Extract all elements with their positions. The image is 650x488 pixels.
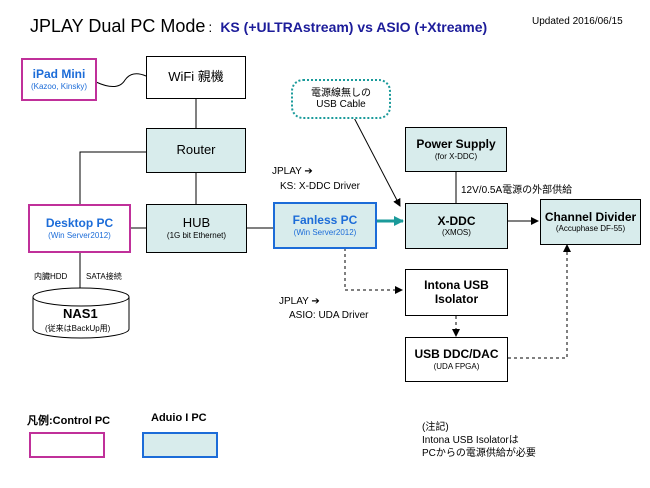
node-channel-divider: Channel Divider (Accuphase DF-55) bbox=[540, 199, 641, 245]
note-line1: (注記) bbox=[422, 422, 449, 433]
title-subtitle: KS (+ULTRAstream) vs ASIO (+Xtreame) bbox=[220, 19, 488, 35]
node-power-supply: Power Supply (for X-DDC) bbox=[405, 127, 507, 172]
node-hub: HUB (1G bit Ethernet) bbox=[146, 204, 247, 253]
usb-cable-line1: 電源線無しの bbox=[311, 87, 371, 99]
hub-sub: (1G bit Ethernet) bbox=[166, 231, 227, 241]
legend-prefix: 凡例: bbox=[27, 415, 53, 427]
isolator-line2: Isolator bbox=[434, 291, 479, 306]
dac-title: USB DDC/DAC bbox=[414, 347, 499, 361]
divider-sub: (Accuphase DF-55) bbox=[555, 224, 626, 234]
nas-cylinder bbox=[32, 287, 130, 339]
asio-note-line2: ASIO: UDA Driver bbox=[289, 310, 369, 321]
ipad-title: iPad Mini bbox=[32, 67, 86, 81]
title-separator: : bbox=[208, 19, 213, 35]
arrow-usbcable-xddc bbox=[349, 109, 401, 207]
ks-note-line2: KS: X-DDC Driver bbox=[280, 181, 361, 192]
fanless-sub: (Win Server2012) bbox=[293, 227, 357, 237]
wire-ipad-wifi bbox=[95, 73, 147, 87]
node-intona-isolator: Intona USB Isolator bbox=[405, 269, 508, 316]
legend-audio-swatch bbox=[142, 432, 218, 458]
nas-title: NAS1 bbox=[63, 306, 98, 321]
sata-label: SATA接続 bbox=[86, 272, 122, 281]
node-x-ddc: X-DDC (XMOS) bbox=[405, 203, 508, 249]
ipad-sub: (Kazoo, Kinsky) bbox=[30, 81, 88, 91]
xddc-sub: (XMOS) bbox=[442, 228, 471, 238]
desktop-title: Desktop PC bbox=[45, 216, 114, 230]
asio-note-line1: JPLAY ➔ bbox=[279, 296, 320, 307]
power-feed-label: 12V/0.5A電源の外部供給 bbox=[461, 185, 573, 196]
ks-note-line1: JPLAY ➔ bbox=[272, 166, 313, 177]
dac-sub: (UDA FPGA) bbox=[433, 361, 480, 371]
page-title: JPLAY Dual PC Mode: KS (+ULTRAstream) vs … bbox=[30, 16, 487, 37]
wifi-title: WiFi 親機 bbox=[168, 69, 224, 85]
router-title: Router bbox=[176, 142, 216, 158]
power-title: Power Supply bbox=[416, 137, 496, 151]
hub-title: HUB bbox=[182, 215, 211, 231]
note-line3: PCからの電源供給が必要 bbox=[422, 448, 536, 459]
node-wifi: WiFi 親機 bbox=[146, 56, 246, 99]
xddc-title: X-DDC bbox=[437, 213, 476, 228]
wire-router-desktop bbox=[79, 151, 146, 204]
node-router: Router bbox=[146, 128, 246, 173]
power-sub: (for X-DDC) bbox=[434, 151, 478, 161]
legend-label: 凡例:Control PC bbox=[27, 412, 110, 428]
title-text: JPLAY Dual PC Mode bbox=[30, 16, 206, 36]
isolator-line1: Intona USB bbox=[424, 277, 489, 292]
divider-title: Channel Divider bbox=[544, 209, 637, 224]
note-line2: Intona USB Isolatorは bbox=[422, 435, 519, 446]
desktop-sub: (Win Server2012) bbox=[48, 230, 111, 240]
arrow-dac-divider bbox=[508, 244, 571, 359]
node-desktop-pc: Desktop PC (Win Server2012) bbox=[28, 204, 131, 253]
arrow-fanless-isolator bbox=[344, 248, 403, 294]
node-fanless-pc: Fanless PC (Win Server2012) bbox=[273, 202, 377, 249]
node-usb-ddc-dac: USB DDC/DAC (UDA FPGA) bbox=[405, 337, 508, 382]
hdd-label: 内臓HDD bbox=[34, 272, 68, 281]
legend-control-label: Control PC bbox=[52, 415, 111, 427]
legend-audio-label: Aduio I PC bbox=[151, 412, 207, 424]
usb-cable-callout: 電源線無しの USB Cable bbox=[291, 79, 391, 119]
nas-sub: (従来はBackUp用) bbox=[45, 324, 111, 333]
fanless-title: Fanless PC bbox=[292, 213, 358, 227]
node-ipad-mini: iPad Mini (Kazoo, Kinsky) bbox=[21, 58, 97, 101]
usb-cable-line2: USB Cable bbox=[316, 99, 366, 110]
legend-control-swatch bbox=[29, 432, 105, 458]
updated-date: Updated 2016/06/15 bbox=[532, 16, 623, 27]
